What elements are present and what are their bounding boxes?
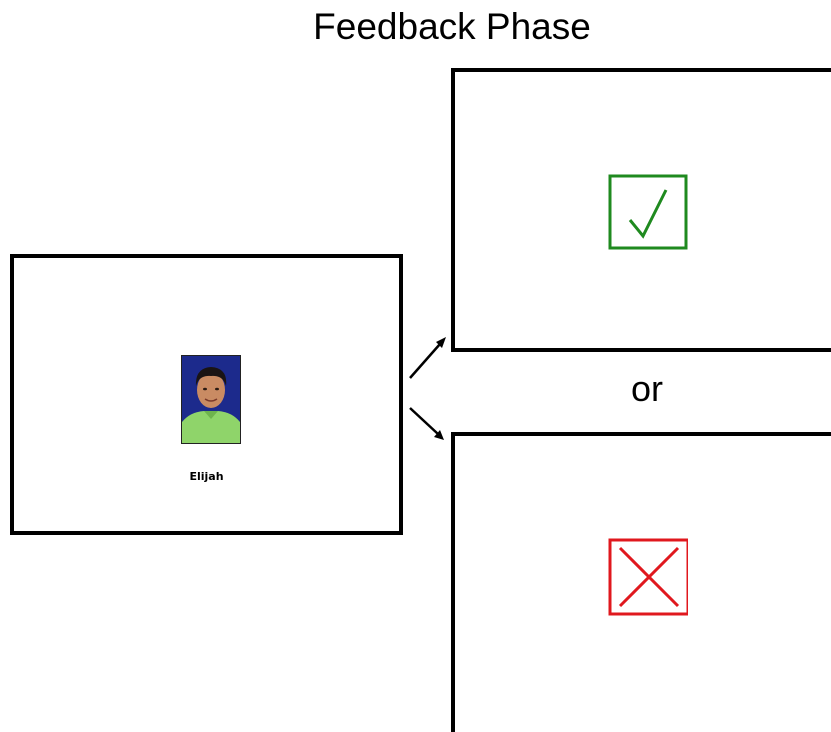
x-mark-icon <box>608 538 688 616</box>
arrow-down-icon <box>409 407 444 440</box>
arrow-up-icon <box>409 337 446 379</box>
face-photo <box>181 355 241 444</box>
stimulus-frame: Elijah <box>10 254 403 535</box>
face-photo-image <box>182 356 240 443</box>
or-label: or <box>630 368 663 409</box>
title: Feedback Phase <box>313 6 591 47</box>
incorrect-feedback-frame <box>451 432 831 732</box>
stimulus-name: Elijah <box>189 470 224 483</box>
correct-feedback-frame <box>451 68 831 352</box>
checkmark-icon <box>608 174 688 250</box>
arrows <box>409 337 446 440</box>
